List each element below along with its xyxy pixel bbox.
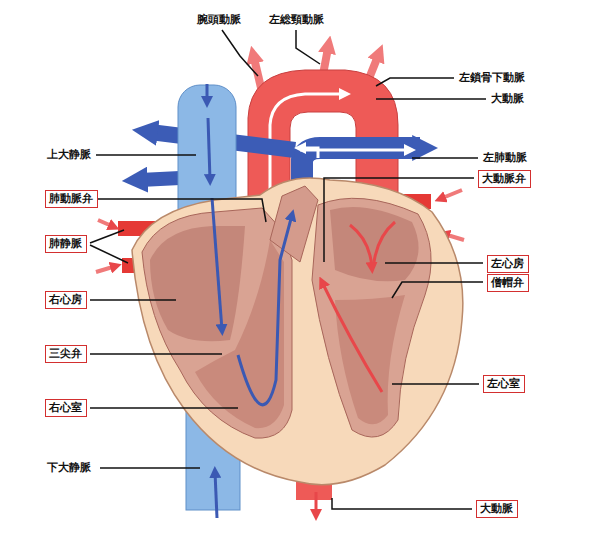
flow-arrow xyxy=(96,266,116,272)
part-label: 腕頭動脈 xyxy=(196,13,242,27)
leader-line xyxy=(222,30,258,76)
left-chambers xyxy=(312,198,431,437)
pulmonary-artery xyxy=(140,178,180,180)
flow-arrow xyxy=(315,492,318,515)
flow-arrow xyxy=(238,215,292,405)
leader-line xyxy=(332,498,472,509)
leader-line xyxy=(90,230,124,243)
part-label: 大動脈 xyxy=(490,92,525,106)
flow-arrow xyxy=(215,472,217,518)
label-box: 右心室 xyxy=(45,399,87,417)
part-label: 肺静脈 xyxy=(49,237,82,251)
leader-line xyxy=(376,78,454,86)
part-label: 肺動脈弁 xyxy=(49,192,93,206)
part-label: 左心室 xyxy=(487,377,520,391)
flow-arrow xyxy=(206,84,209,102)
label-box: 大動脈 xyxy=(476,500,518,518)
part-label: 大動脈 xyxy=(480,502,513,516)
leader-line xyxy=(392,383,479,385)
flow-arrow xyxy=(300,148,318,158)
right-atrium xyxy=(150,226,245,341)
flow-arrow xyxy=(208,118,210,180)
left-ventricle xyxy=(335,295,405,424)
leader-line xyxy=(392,282,483,298)
part-label: 左総頸動脈 xyxy=(268,13,325,27)
part-label: 右心房 xyxy=(49,293,82,307)
leader-line xyxy=(90,353,222,355)
heart-outline xyxy=(132,178,463,485)
part-label: 三尖弁 xyxy=(49,347,82,361)
pulmonary-trunk xyxy=(270,186,318,262)
part-label: 僧帽弁 xyxy=(491,276,524,290)
leader-line xyxy=(98,199,266,222)
leader-line xyxy=(90,299,176,301)
part-label: 右心室 xyxy=(49,401,82,415)
leader-line xyxy=(324,178,474,262)
label-box: 左心室 xyxy=(483,375,525,393)
part-label: 左肺動脈 xyxy=(482,151,528,165)
part-label: 下大静脈 xyxy=(46,461,92,475)
label-box: 右心房 xyxy=(45,291,87,309)
leader-line xyxy=(90,407,238,409)
left-atrium xyxy=(330,207,419,281)
leader-line xyxy=(96,154,196,156)
part-label: 左鎖骨下動脈 xyxy=(458,71,526,85)
label-box: 肺動脈弁 xyxy=(45,190,98,208)
label-box: 三尖弁 xyxy=(45,345,87,363)
label-box: 僧帽弁 xyxy=(487,274,529,292)
part-label: 左心房 xyxy=(491,257,524,271)
flow-arrow xyxy=(212,198,222,330)
flow-arrow xyxy=(374,222,395,262)
leader-line xyxy=(385,262,483,264)
part-label: 上大静脈 xyxy=(46,148,92,162)
leader-line xyxy=(296,30,320,64)
part-label: 大動脈弁 xyxy=(482,172,526,186)
label-box: 肺静脈 xyxy=(45,235,87,253)
flow-arrow xyxy=(350,225,372,268)
label-box: 左心房 xyxy=(487,255,529,273)
right-chambers xyxy=(142,208,292,438)
flow-arrow xyxy=(322,282,382,392)
leader-line xyxy=(90,245,128,263)
leader-line xyxy=(376,98,486,100)
label-box: 大動脈弁 xyxy=(478,170,531,188)
leader-line xyxy=(412,157,478,159)
flow-arrow xyxy=(440,190,462,199)
leader-line xyxy=(100,467,200,469)
flow-arrow xyxy=(98,220,114,227)
leader-lines xyxy=(90,30,486,509)
